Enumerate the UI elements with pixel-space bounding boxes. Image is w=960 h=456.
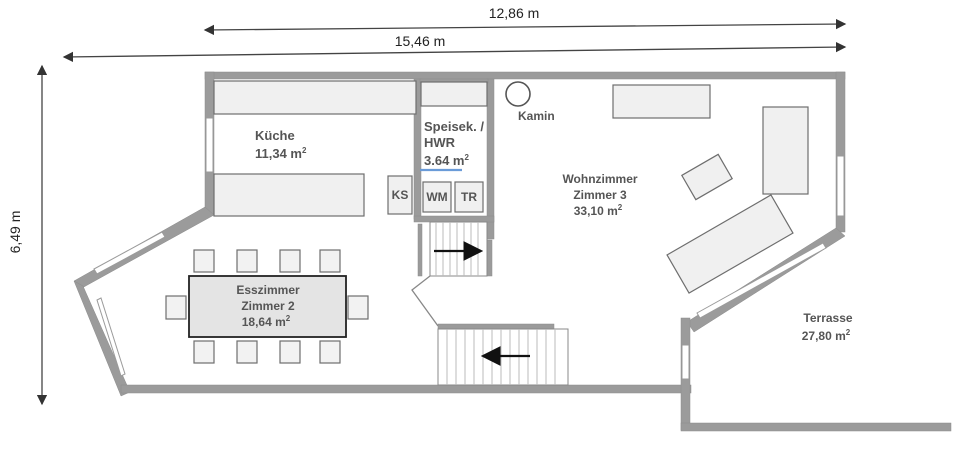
svg-text:3.64 m2: 3.64 m2 xyxy=(424,153,469,168)
dining-table xyxy=(188,275,347,338)
dimension-top-width-label: 12,86 m xyxy=(489,5,540,21)
dimension-height: 6,49 m xyxy=(7,64,48,406)
svg-text:27,80 m2: 27,80 m2 xyxy=(802,328,851,343)
washer-label: WM xyxy=(426,190,447,204)
sideboard xyxy=(612,84,711,119)
room-label-kitchen: Küche 11,34 m2 xyxy=(255,128,307,161)
fireplace-label: Kamin xyxy=(518,109,555,123)
dimension-total-width-label: 15,46 m xyxy=(395,33,446,49)
svg-text:18,64 m2: 18,64 m2 xyxy=(242,314,291,329)
fireplace-icon xyxy=(505,81,531,107)
dining-set xyxy=(165,249,369,364)
svg-text:33,10 m2: 33,10 m2 xyxy=(574,203,623,218)
dimension-top-width: 12,86 m xyxy=(203,5,847,36)
dimension-total-width: 15,46 m xyxy=(62,33,847,63)
washing-machine: WM xyxy=(422,181,452,213)
svg-text:Esszimmer: Esszimmer xyxy=(236,283,300,297)
windows xyxy=(93,117,845,380)
fridge: KS xyxy=(387,175,413,215)
room-label-pantry: Speisek. / HWR 3.64 m2 xyxy=(420,119,484,172)
landing-outline xyxy=(411,275,439,327)
dimension-height-label: 6,49 m xyxy=(7,211,23,254)
svg-text:Küche: Küche xyxy=(255,128,295,143)
dryer-label: TR xyxy=(461,190,477,204)
room-label-living: Wohnzimmer Zimmer 3 33,10 m2 xyxy=(562,172,637,218)
svg-text:Zimmer 3: Zimmer 3 xyxy=(573,188,627,202)
svg-text:HWR: HWR xyxy=(424,135,456,150)
stairs-lower xyxy=(437,323,569,386)
dryer: TR xyxy=(454,181,484,213)
room-label-dining: Esszimmer Zimmer 2 18,64 m2 xyxy=(236,283,300,329)
svg-text:Zimmer 2: Zimmer 2 xyxy=(241,299,295,313)
svg-text:Terrasse: Terrasse xyxy=(803,311,852,325)
interior-walls xyxy=(413,78,495,277)
kitchen-counter-top xyxy=(213,80,417,115)
armchair xyxy=(762,106,809,195)
kitchen-counter-bottom xyxy=(213,173,365,217)
sofa xyxy=(666,194,794,294)
svg-text:Speisek. /: Speisek. / xyxy=(424,119,484,134)
room-label-terrace: Terrasse 27,80 m2 xyxy=(802,311,853,343)
coffee-table xyxy=(680,153,734,201)
fridge-label: KS xyxy=(392,188,409,202)
svg-text:11,34 m2: 11,34 m2 xyxy=(255,146,307,161)
stairs-upper xyxy=(429,221,488,277)
svg-text:Wohnzimmer: Wohnzimmer xyxy=(562,172,637,186)
pantry-shelf xyxy=(420,81,488,107)
